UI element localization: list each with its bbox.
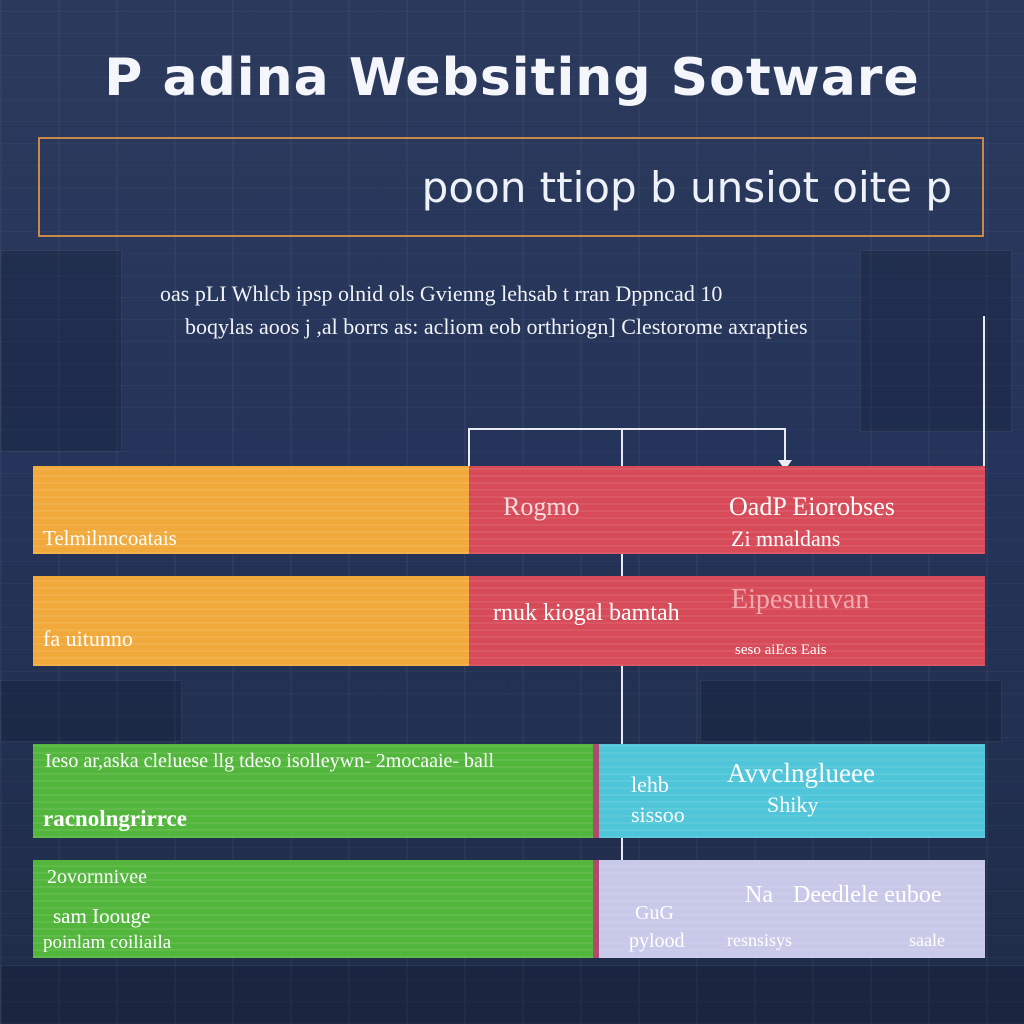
connector-line bbox=[468, 428, 786, 430]
arrow-down-icon bbox=[778, 460, 792, 470]
row4-right-label-2: Deedlele euboe bbox=[793, 882, 942, 908]
row4-right-label-6: saale bbox=[909, 930, 945, 950]
row3-right-label-3: lehb bbox=[631, 772, 669, 797]
row3-left-top-label: Ieso ar,aska cleluese llg tdeso isolleyw… bbox=[45, 750, 495, 772]
connector-line bbox=[621, 428, 623, 958]
row1-right-block: Rogmo OadP Eiorobses Zi mnaldans bbox=[469, 466, 985, 554]
row3-right-label-2: Shiky bbox=[767, 792, 819, 817]
row4-left-block: 2ovornnivee sam Ioouge poinlam coiliaila bbox=[33, 860, 593, 958]
row1-right-label-3: Zi mnaldans bbox=[731, 526, 841, 551]
row1-left-block: Telmilnncoatais bbox=[33, 466, 469, 554]
row2-left-block: fa uitunno bbox=[33, 576, 469, 666]
row2-right-label-3: seso aiEcs Eais bbox=[735, 642, 827, 658]
row3-right-block: lehb sissoo Avvclnglueee Shiky bbox=[599, 744, 985, 838]
page-title: P adina Websiting Sotware bbox=[104, 48, 920, 108]
row2-right-label-2: Eipesuiuvan bbox=[731, 584, 870, 615]
row1-right-label-1: Rogmo bbox=[503, 492, 580, 521]
description-line-2: boqylas aoos j ,al borrs as: acliom eob … bbox=[185, 314, 808, 339]
row4-left-label: sam Ioouge bbox=[53, 904, 151, 928]
row2-left-label: fa uitunno bbox=[43, 626, 133, 651]
row3-left-label: racnolngrirrce bbox=[43, 806, 187, 831]
background-panel bbox=[0, 680, 182, 742]
row3-right-label-1: Avvclnglueee bbox=[727, 758, 875, 788]
row4-right-label-5: resnsisys bbox=[727, 930, 793, 950]
subtitle: poon ttiop b unsiot oite p bbox=[421, 163, 952, 212]
row1-left-label: Telmilnncoatais bbox=[43, 526, 177, 550]
row2-right-block: rnuk kiogal bamtah Eipesuiuvan seso aiEc… bbox=[469, 576, 985, 666]
row4-right-label-3: GuG bbox=[635, 902, 674, 924]
row4-right-label-1: Na bbox=[745, 882, 773, 908]
background-panel bbox=[0, 965, 1024, 1024]
connector-line bbox=[784, 428, 786, 460]
row4-right-block: Na Deedlele euboe GuG pylood resnsisys s… bbox=[599, 860, 985, 958]
row3-right-label-4: sissoo bbox=[631, 802, 685, 827]
connector-line bbox=[468, 428, 470, 466]
background-panel bbox=[860, 250, 1012, 432]
row4-separator bbox=[593, 860, 599, 958]
description-line-1: oas pLI Whlcb ipsp olnid ols Gvienng leh… bbox=[160, 281, 723, 306]
row3-left-block: Ieso ar,aska cleluese llg tdeso isolleyw… bbox=[33, 744, 593, 838]
row1-right-label-2: OadP Eiorobses bbox=[729, 492, 895, 521]
row2-right-label-1: rnuk kiogal bamtah bbox=[493, 600, 680, 626]
connector-line bbox=[983, 316, 985, 466]
row4-right-label-4: pylood bbox=[629, 930, 685, 952]
background-panel bbox=[700, 680, 1002, 742]
row4-left-label-2: poinlam coiliaila bbox=[43, 932, 172, 953]
row4-left-top-label: 2ovornnivee bbox=[47, 866, 147, 888]
subtitle-box: poon ttiop b unsiot oite p bbox=[38, 137, 984, 237]
background-panel bbox=[0, 250, 122, 452]
row3-separator bbox=[593, 744, 599, 838]
